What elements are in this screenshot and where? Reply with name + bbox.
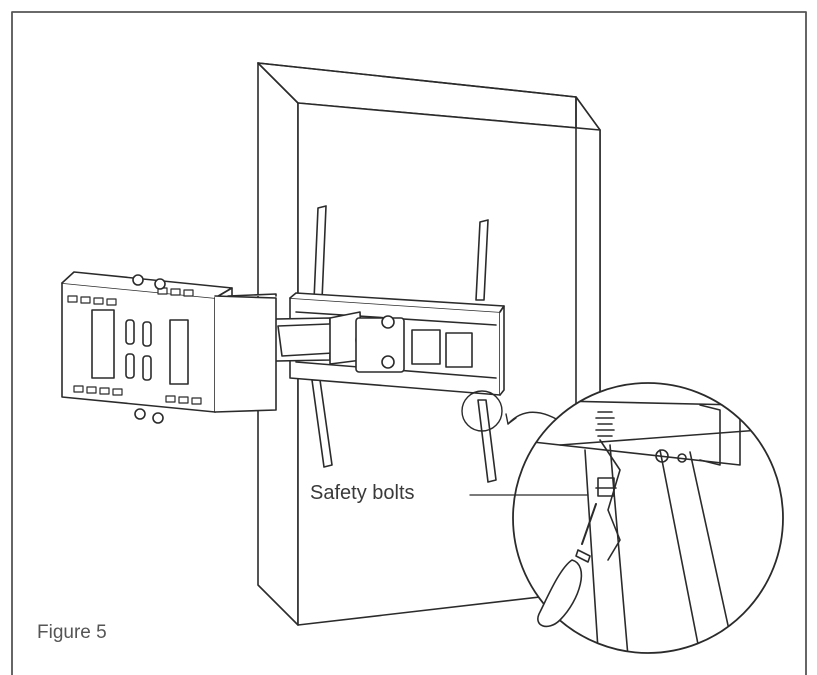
magnifier-circle-icon <box>512 382 784 654</box>
page-border <box>11 11 807 675</box>
callout-arrowhead <box>505 413 517 425</box>
wall-plate <box>61 271 277 424</box>
detail-marker-circle <box>461 390 503 432</box>
figure-caption: Figure 5 <box>37 622 107 643</box>
tv-rails <box>311 205 497 483</box>
safety-bolts-label: Safety bolts <box>310 482 415 504</box>
screwdriver-icon <box>537 503 597 628</box>
